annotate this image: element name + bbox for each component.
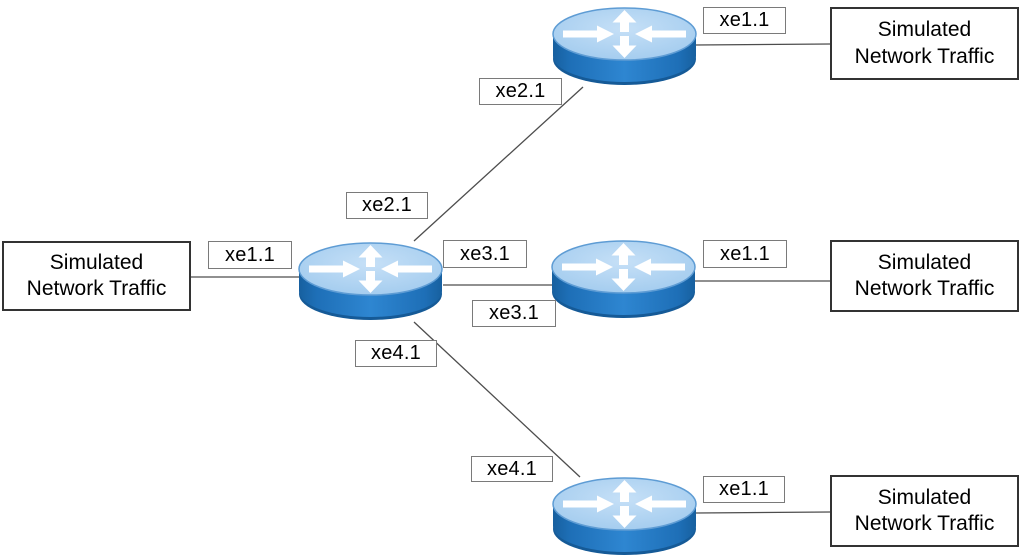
traffic-box-label: Simulated Network Traffic: [26, 250, 167, 300]
traffic-box-left: Simulated Network Traffic: [2, 241, 191, 311]
traffic-box-label: Simulated Network Traffic: [854, 250, 995, 300]
traffic-box-label: Simulated Network Traffic: [854, 18, 995, 68]
traffic-box-top-right: Simulated Network Traffic: [830, 7, 1019, 80]
port-label-core-xe2: xe2.1: [346, 192, 428, 219]
port-label-core-xe1: xe1.1: [208, 241, 292, 269]
traffic-box-label: Simulated Network Traffic: [854, 485, 995, 535]
port-label-top-router-xe2: xe2.1: [479, 78, 562, 105]
port-label-middle-router-xe3: xe3.1: [472, 300, 556, 327]
connector-core-bottom-router: [413, 321, 581, 478]
connector-core-top-router: [413, 86, 584, 242]
port-label-middle-router-xe1: xe1.1: [703, 240, 787, 268]
traffic-box-middle-right: Simulated Network Traffic: [830, 240, 1019, 312]
port-label-core-xe4: xe4.1: [355, 340, 437, 367]
traffic-box-bottom-right: Simulated Network Traffic: [830, 475, 1019, 547]
port-label-core-xe3: xe3.1: [443, 240, 527, 268]
router-icon-middle: [551, 240, 696, 320]
router-icon-core: [298, 242, 443, 322]
router-icon-bottom: [552, 477, 697, 557]
port-label-bottom-router-xe4: xe4.1: [471, 456, 553, 482]
connector-top-router-box: [694, 43, 831, 46]
router-icon-top: [552, 7, 697, 87]
port-label-top-router-xe1: xe1.1: [703, 7, 786, 34]
connector-bottom-router-box: [695, 511, 831, 514]
port-label-bottom-router-xe1: xe1.1: [703, 476, 785, 503]
